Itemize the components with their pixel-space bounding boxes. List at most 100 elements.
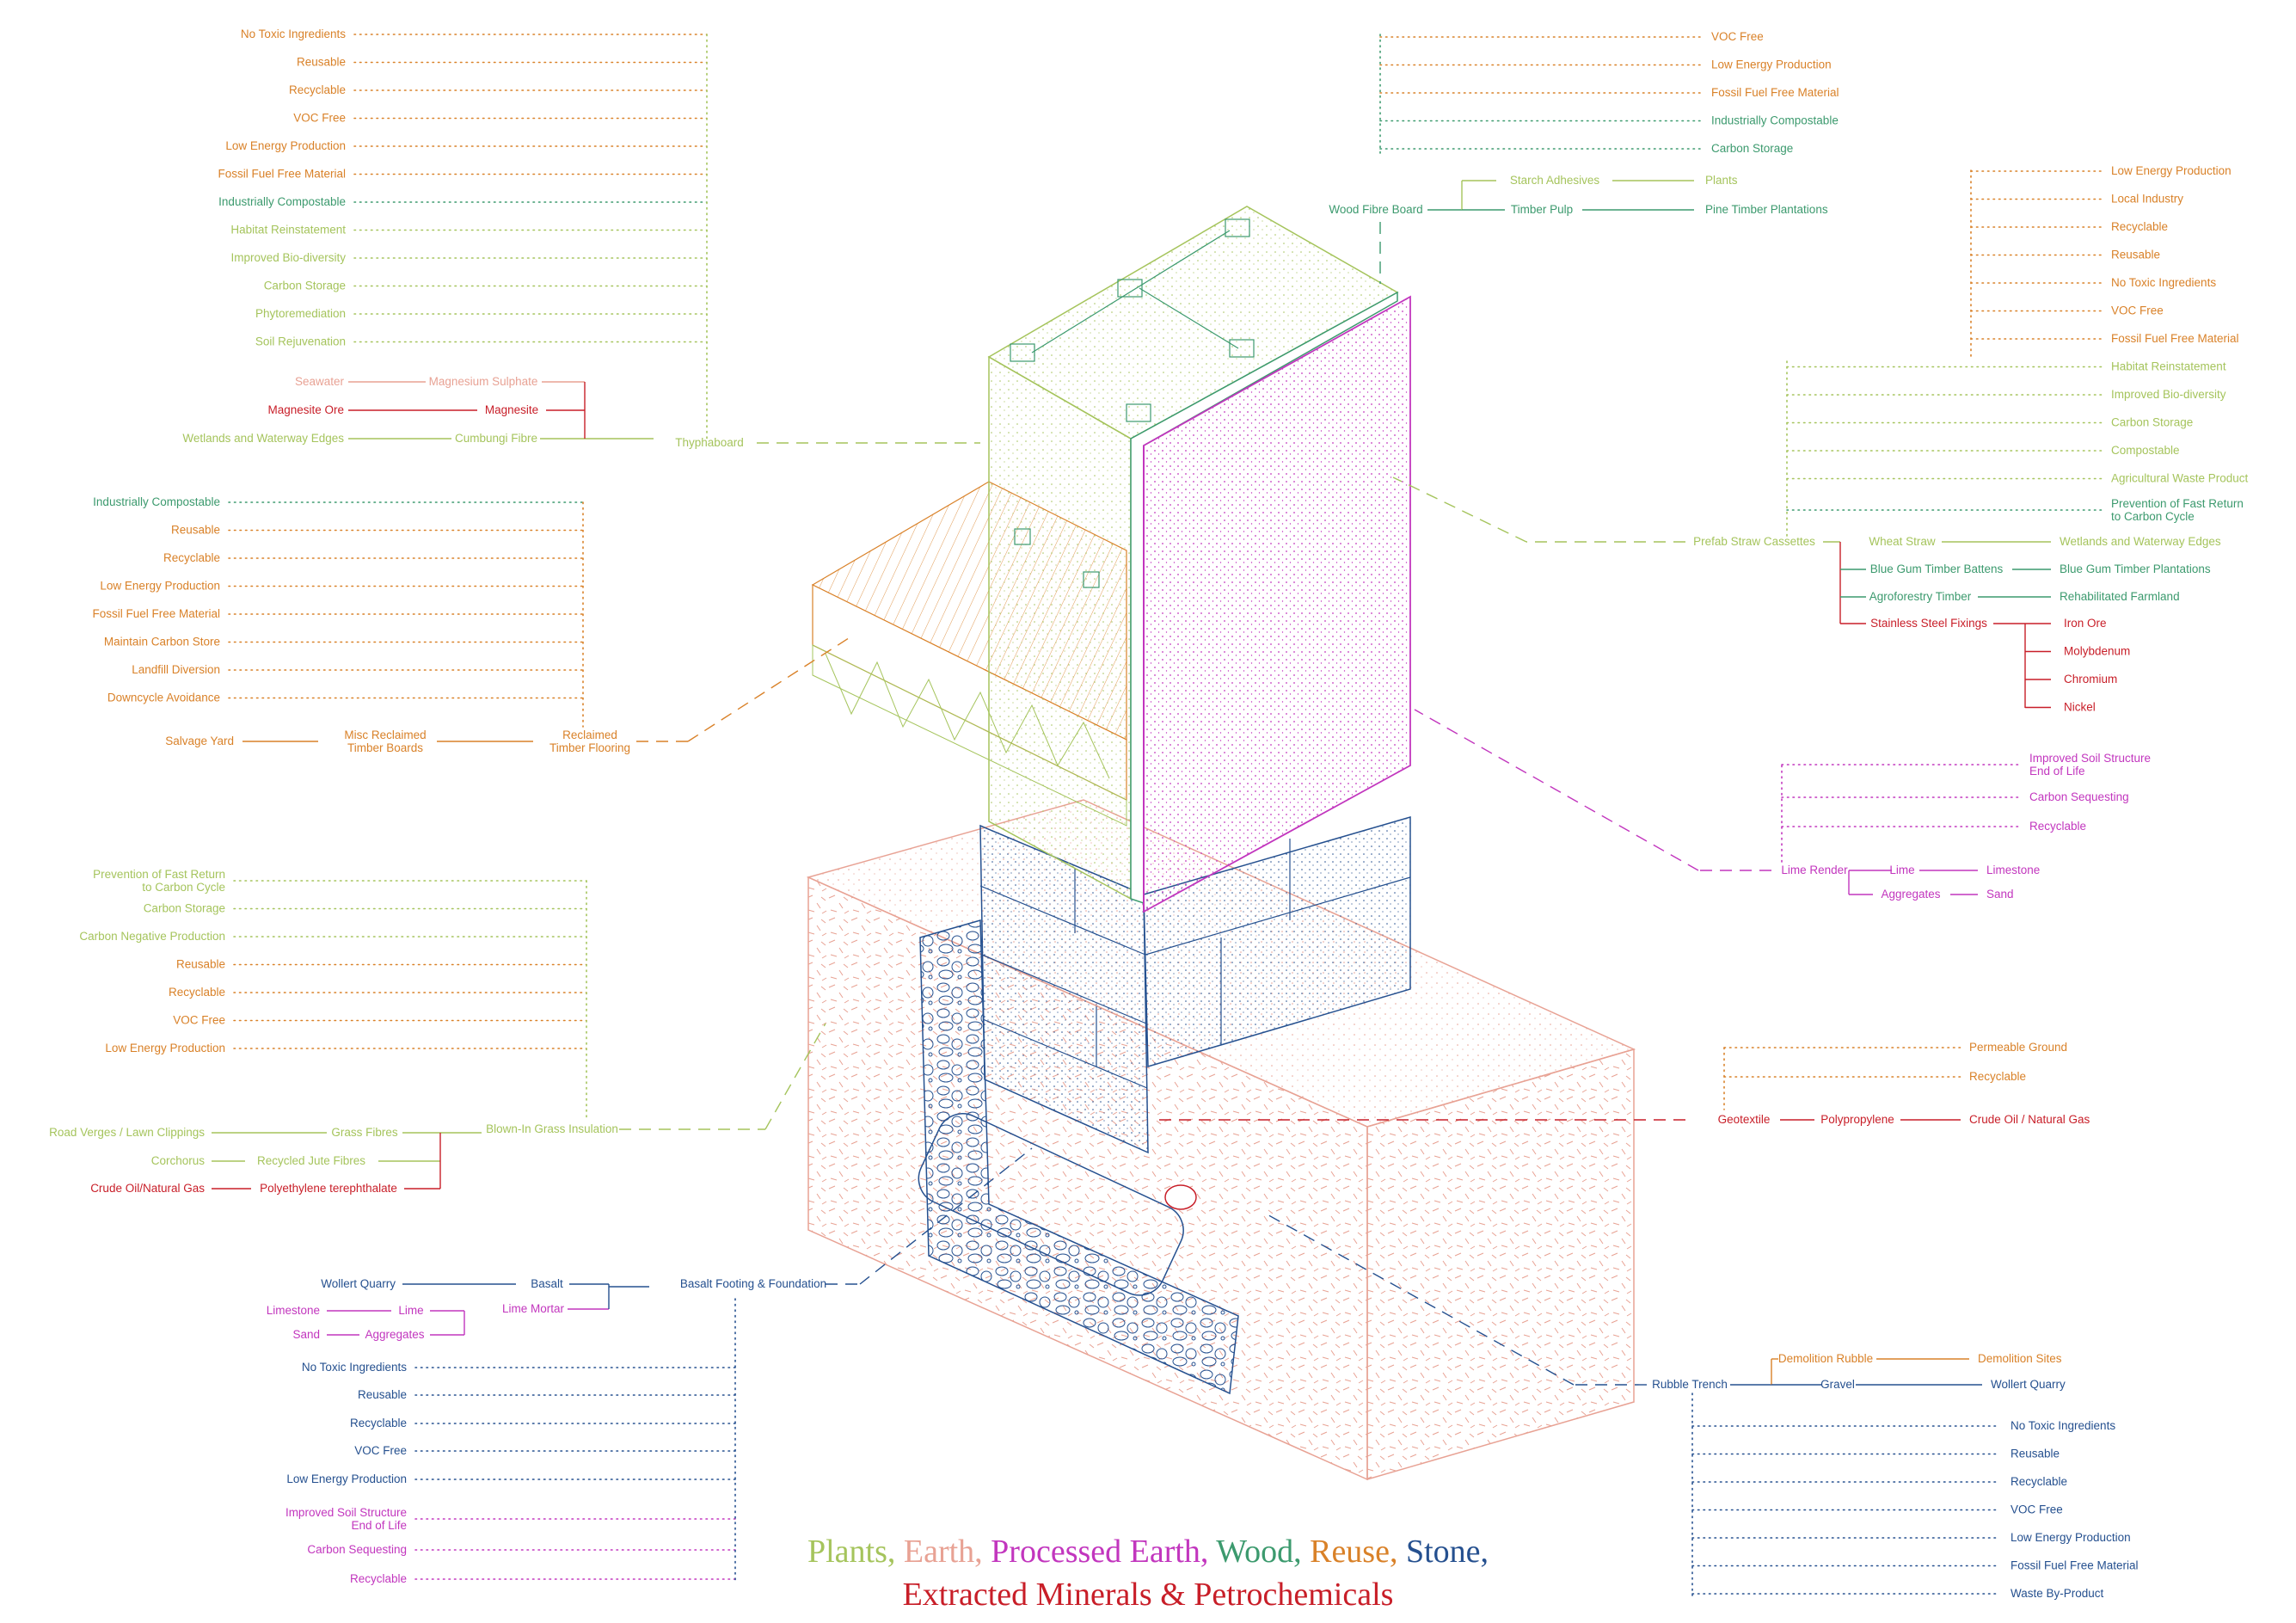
- property-label: VOC Free: [2111, 304, 2164, 317]
- property-label: Carbon Sequesting: [2029, 790, 2129, 803]
- property-label: Waste By-Product: [2011, 1587, 2104, 1600]
- earth-block-right: [1366, 1048, 1635, 1480]
- source-label: Aggregates: [1881, 888, 1940, 901]
- legend-plants: Plants,: [807, 1534, 896, 1570]
- property-label: Recyclable: [163, 551, 220, 564]
- property-label: Recyclable: [289, 83, 346, 96]
- anchor-pointer: [687, 636, 852, 742]
- property-label: Landfill Diversion: [132, 663, 220, 676]
- property-label: VOC Free: [2011, 1503, 2063, 1516]
- source-label: Agroforestry Timber: [1869, 590, 1972, 603]
- source-label: Sand: [1986, 888, 2014, 901]
- source-label: Limestone: [267, 1304, 320, 1317]
- property-label: Recyclable: [350, 1417, 407, 1429]
- source-label: Magnesite: [485, 403, 538, 416]
- property-label: Fossil Fuel Free Material: [92, 607, 220, 620]
- legend-line-2: Extracted Minerals & Petrochemicals: [0, 1578, 2296, 1611]
- property-label: VOC Free: [354, 1444, 407, 1457]
- property-label: Low Energy Production: [105, 1042, 225, 1054]
- property-label: No Toxic Ingredients: [2011, 1419, 2115, 1432]
- property-label: Habitat Reinstatement: [2111, 360, 2226, 373]
- anchor-thyphaboard: Thyphaboard: [675, 436, 744, 449]
- property-label: VOC Free: [293, 112, 346, 125]
- property-label: No Toxic Ingredients: [2111, 276, 2216, 289]
- source-label: Blue Gum Timber Plantations: [2060, 563, 2211, 575]
- source-label: Magnesium Sulphate: [429, 375, 538, 388]
- source-label: Cumbungi Fibre: [455, 432, 537, 445]
- source-label: Road Verges / Lawn Clippings: [49, 1126, 205, 1139]
- source-label: Polyethylene terephthalate: [260, 1182, 397, 1195]
- property-label: Reusable: [2111, 249, 2160, 261]
- straw-wall-front: [988, 355, 1132, 901]
- source-label: Recycled Jute Fibres: [257, 1154, 365, 1167]
- anchor-lime-render: Lime Render: [1781, 864, 1848, 876]
- anchor-grass-insulation: Blown-In Grass Insulation: [486, 1122, 618, 1135]
- property-label: Downcycle Avoidance: [107, 692, 220, 704]
- anchor-basalt-footing: Basalt Footing & Foundation: [680, 1277, 826, 1290]
- drain-pipe: [918, 1113, 1184, 1296]
- property-label: Phytoremediation: [255, 307, 346, 320]
- property-label: Compostable: [2111, 444, 2180, 457]
- source-label: Iron Ore: [2064, 617, 2107, 630]
- source-label: Lime: [398, 1304, 423, 1317]
- property-label: Carbon Storage: [144, 902, 225, 915]
- property-label: Fossil Fuel Free Material: [1711, 86, 1839, 99]
- property-label: Carbon Storage: [2111, 416, 2193, 429]
- source-label: Aggregates: [365, 1328, 424, 1341]
- property-label: Low Energy Production: [100, 580, 220, 593]
- source-label: Seawater: [295, 375, 345, 388]
- property-label: Low Energy Production: [2111, 164, 2232, 177]
- property-label: Low Energy Production: [286, 1472, 407, 1485]
- rubble-trench-shape: [919, 919, 1239, 1395]
- property-label: Improved Bio-diversity: [230, 251, 346, 264]
- legend-reuse: Reuse,: [1310, 1534, 1398, 1570]
- property-label: Industrially Compostable: [218, 195, 346, 208]
- source-label: Wetlands and Waterway Edges: [182, 432, 344, 445]
- property-label: No Toxic Ingredients: [302, 1361, 407, 1374]
- basalt-foundation-right: [1143, 816, 1411, 1067]
- property-label: Improved Bio-diversity: [2111, 388, 2226, 401]
- anchor-geotextile: Geotextile: [1718, 1113, 1771, 1126]
- property-label: No Toxic Ingredients: [241, 28, 346, 40]
- property-label: Fossil Fuel Free Material: [218, 168, 346, 181]
- source-label: Rehabilitated Farmland: [2060, 590, 2180, 603]
- source-label: Crude Oil/Natural Gas: [90, 1182, 205, 1195]
- property-label: Reusable: [297, 56, 346, 69]
- legend-wood: Wood,: [1216, 1534, 1302, 1570]
- property-label: Low Energy Production: [1711, 58, 1832, 71]
- anchor-rubble-trench: Rubble Trench: [1652, 1378, 1728, 1391]
- property-label: Carbon Storage: [264, 280, 346, 292]
- property-label: Recyclable: [2011, 1475, 2067, 1488]
- leader-lines: [212, 34, 2103, 1596]
- source-label: Chromium: [2064, 673, 2117, 685]
- property-label: VOC Free: [1711, 30, 1764, 43]
- source-label: Starch Adhesives: [1510, 174, 1600, 187]
- property-label: Habitat Reinstatement: [230, 224, 346, 237]
- property-label: Carbon Negative Production: [79, 930, 225, 943]
- source-label: Wheat Straw: [1869, 535, 1936, 548]
- anchor-wood-fibre-board: Wood Fibre Board: [1329, 203, 1422, 216]
- source-label: Demolition Rubble: [1778, 1352, 1873, 1365]
- property-label: Recyclable: [1969, 1070, 2026, 1083]
- source-label: Wollert Quarry: [321, 1277, 396, 1290]
- property-label: Recyclable: [2111, 220, 2168, 233]
- property-label: Agricultural Waste Product: [2111, 472, 2249, 485]
- property-label: Low Energy Production: [225, 139, 346, 152]
- property-label: Recyclable: [2029, 820, 2086, 833]
- source-label: Salvage Yard: [165, 735, 234, 747]
- source-label: Sand: [292, 1328, 320, 1341]
- property-label: VOC Free: [173, 1014, 225, 1027]
- property-label: Fossil Fuel Free Material: [2011, 1559, 2139, 1572]
- source-label: Magnesite Ore: [267, 403, 344, 416]
- source-label: Lime: [1889, 864, 1914, 876]
- property-label: Reusable: [171, 524, 220, 537]
- anchor-pointer: [859, 1147, 1033, 1285]
- source-label: Nickel: [2064, 701, 2096, 714]
- source-label: Blue Gum Timber Battens: [1870, 563, 2004, 575]
- source-label: Gravel: [1820, 1378, 1855, 1391]
